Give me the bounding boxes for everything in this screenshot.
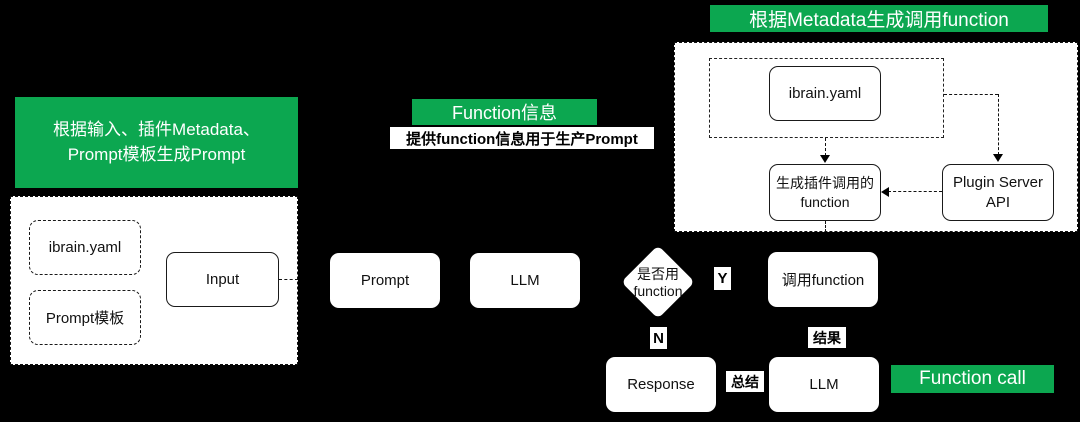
prompt-template-box: Prompt模板 (29, 290, 141, 345)
metadata-inner-group (709, 58, 944, 138)
call-function-label: 调用function (781, 272, 865, 289)
connector-plugin-to-genfunction (888, 191, 942, 192)
gen-function-line2: function (800, 193, 850, 210)
function-info-caption: 提供function信息用于生产Prompt (390, 127, 654, 149)
connector-metadata-to-genfunction (825, 138, 826, 156)
connector-genfunction-out (825, 221, 826, 232)
label-summary: 总结 (726, 371, 764, 392)
label-summary-text: 总结 (731, 373, 759, 390)
label-result: 结果 (808, 327, 846, 348)
label-yes-text: Y (717, 270, 728, 287)
prompt-box-label: Prompt (360, 272, 410, 289)
decision-line2: function (633, 283, 683, 299)
banner-function-call: Function call (891, 365, 1054, 393)
banner-prompt-generation-line1: 根据输入、插件Metadata、 (53, 119, 260, 139)
banner-prompt-generation: 根据输入、插件Metadata、 Prompt模板生成Prompt (15, 97, 298, 188)
metadata-function-container: ibrain.yaml 生成插件调用的 function Plugin Serv… (674, 42, 1078, 232)
label-no-text: N (653, 329, 664, 347)
connector-metadata-to-plugin-h (944, 94, 998, 95)
ibrain-yaml-left-label: ibrain.yaml (48, 239, 122, 256)
arrowhead-plugin (993, 154, 1003, 162)
gen-function-line1: 生成插件调用的 (776, 175, 874, 192)
banner-generate-function-label: 根据Metadata生成调用function (749, 10, 1009, 31)
llm-bottom-label: LLM (809, 376, 839, 393)
banner-generate-function: 根据Metadata生成调用function (710, 5, 1048, 32)
plugin-server-line2: API (985, 193, 1011, 211)
ibrain-yaml-box-left: ibrain.yaml (29, 220, 141, 275)
plugin-server-api-box: Plugin Server API (942, 164, 1054, 221)
ibrain-yaml-box-right: ibrain.yaml (769, 66, 881, 121)
label-no: N (650, 327, 667, 349)
decision-line1: 是否用 (637, 265, 679, 282)
response-box: Response (606, 357, 716, 412)
llm-box: LLM (470, 253, 580, 308)
response-label: Response (627, 376, 695, 393)
plugin-server-line1: Plugin Server (952, 174, 1044, 191)
banner-function-call-label: Function call (919, 368, 1026, 389)
arrowhead-genfunction-left (881, 187, 889, 197)
label-result-text: 结果 (813, 329, 841, 346)
function-info-caption-label: 提供function信息用于生产Prompt (406, 130, 638, 148)
connector-metadata-to-plugin-v (998, 94, 999, 155)
prompt-box: Prompt (330, 253, 440, 308)
call-function-box: 调用function (768, 252, 878, 307)
gen-function-box: 生成插件调用的 function (769, 164, 881, 221)
decision-diamond-text: 是否用 function (613, 261, 703, 305)
llm-bottom-box: LLM (769, 357, 879, 412)
banner-function-info-label: Function信息 (451, 103, 558, 123)
label-yes: Y (714, 267, 731, 290)
connector-input-out (279, 279, 298, 280)
arrowhead-genfunction (820, 155, 830, 163)
banner-function-info: Function信息 (412, 99, 597, 125)
prompt-template-label: Prompt模板 (45, 310, 125, 327)
llm-box-label: LLM (510, 272, 540, 289)
input-box: Input (166, 252, 279, 307)
prompt-generation-container: ibrain.yaml Prompt模板 Input (10, 196, 298, 365)
banner-prompt-generation-line2: Prompt模板生成Prompt (67, 144, 246, 164)
ibrain-yaml-right-label: ibrain.yaml (788, 85, 862, 102)
input-label: Input (205, 271, 240, 288)
